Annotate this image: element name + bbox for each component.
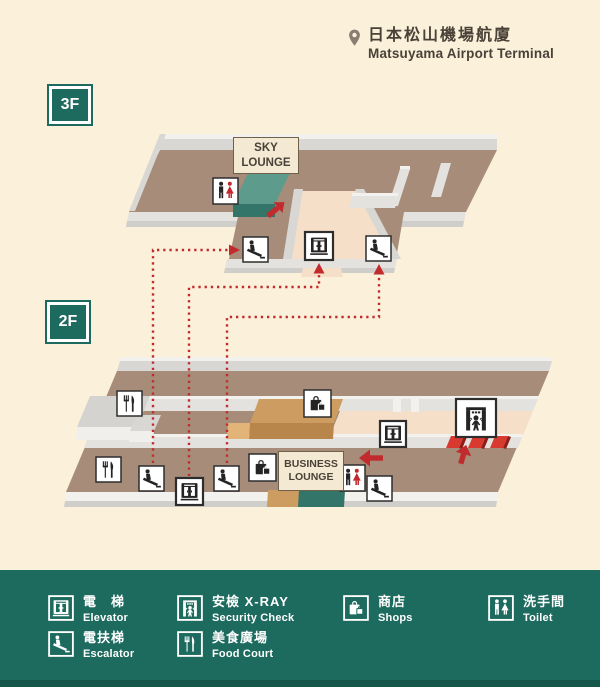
route-arrow [359, 449, 383, 467]
route-arrow [455, 444, 472, 465]
legend-label-zh: 美食廣場 [212, 630, 269, 645]
food-court-icon [177, 631, 203, 657]
food-court-icon [95, 456, 122, 483]
legend-label-zh: 電 梯 [83, 594, 126, 609]
legend-item-elevator: 電 梯 Elevator [48, 594, 129, 624]
legend-label-zh: 洗手間 [523, 594, 566, 609]
escalator-icon [366, 475, 393, 502]
elevator-icon [303, 230, 335, 262]
sky-lounge-label: SKY LOUNGE [233, 137, 299, 174]
legend-label-en: Escalator [83, 647, 135, 660]
page-title-en: Matsuyama Airport Terminal [368, 46, 554, 62]
escalator-icon [138, 465, 165, 492]
legend-label-zh: 安檢 X-RAY [212, 594, 289, 609]
location-pin-icon [349, 29, 360, 46]
legend-panel: 電 梯 Elevator 電扶梯 Escalator 安檢 X-RAY Secu… [0, 570, 600, 687]
floor-badge-2f: 2F [45, 300, 91, 344]
business-lounge-label: BUSINESS LOUNGE [278, 451, 344, 491]
legend-item-toilet: 洗手間 Toilet [488, 594, 566, 624]
shops-icon [303, 389, 332, 418]
toilet-icon [488, 595, 514, 621]
elevator-icon [48, 595, 74, 621]
toilet-icon [212, 177, 239, 205]
floor-2f-map [64, 357, 552, 507]
sky-lounge-stairs-block [233, 169, 292, 217]
escalator-icon [48, 631, 74, 657]
legend-label-en: Elevator [83, 611, 129, 624]
floor-badge-3f: 3F [47, 84, 93, 126]
route-path [187, 273, 321, 476]
legend-item-food-court: 美食廣場 Food Court [177, 630, 274, 660]
elevator-icon [174, 476, 205, 507]
legend-label-en: Food Court [212, 647, 274, 660]
route-path [151, 248, 231, 463]
legend-bottom-strip [0, 680, 600, 687]
legend-item-shops: 商店 Shops [343, 594, 413, 624]
legend-label-en: Shops [378, 611, 413, 624]
security-check-icon [177, 595, 203, 621]
shops-icon [248, 453, 277, 482]
legend-item-escalator: 電扶梯 Escalator [48, 630, 135, 660]
elevator-icon [378, 419, 408, 449]
legend-item-security: 安檢 X-RAY Security Check [177, 594, 295, 624]
legend-label-en: Toilet [523, 611, 553, 624]
legend-label-zh: 電扶梯 [83, 630, 126, 645]
route-paths [151, 244, 385, 476]
legend-label-en: Security Check [212, 611, 295, 624]
escalator-icon [242, 236, 269, 263]
page-title-zh: 日本松山機場航廈 [368, 27, 513, 44]
shops-icon [343, 595, 369, 621]
legend-label-zh: 商店 [378, 594, 407, 609]
floor-3f-map [126, 134, 497, 277]
escalator-icon [365, 235, 392, 262]
security-gate-blocks [446, 436, 511, 449]
route-arrow [266, 202, 285, 219]
security-check-icon [454, 397, 498, 439]
food-court-icon [116, 390, 143, 417]
header: 日本松山機場航廈 Matsuyama Airport Terminal [348, 26, 554, 63]
escalator-icon [213, 465, 240, 492]
floor-map-canvas [64, 134, 552, 507]
